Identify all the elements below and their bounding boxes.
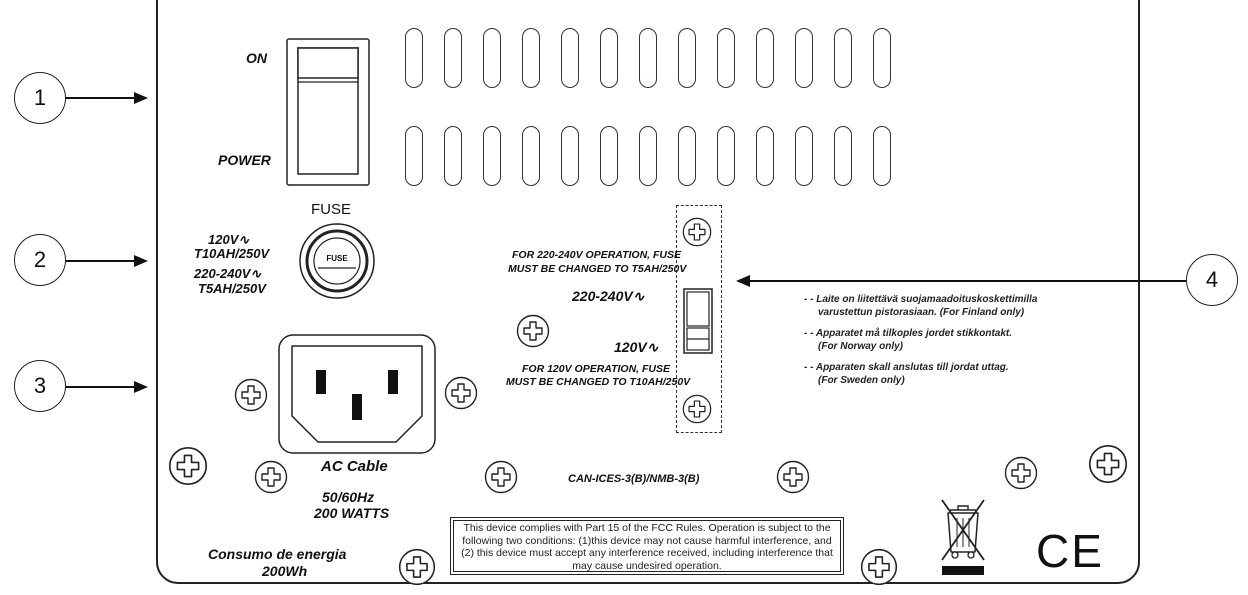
screw-icon [1004,456,1038,490]
vent-slot [756,126,774,186]
nordic-note-line: (For Sweden only) [818,375,905,386]
callout-1-arrowhead [134,92,148,104]
switch-on-label: ON [246,50,267,66]
vent-slot [639,126,657,186]
voltage-note-220-line1: FOR 220-240V OPERATION, FUSE [512,249,682,261]
vent-slot [444,28,462,88]
voltage-label-220: 220-240V∿ [572,288,645,304]
fuse-rating-120: 120V∿ [208,232,250,247]
vent-slot [873,28,891,88]
iec-inlet-icon[interactable] [278,334,436,454]
screw-icon [254,460,288,494]
vent-slot [405,28,423,88]
callout-4-arrow [748,280,1186,282]
callout-1-arrow [66,97,136,99]
vent-slot [678,28,696,88]
vent-slot [834,126,852,186]
vent-slot [600,28,618,88]
callout-1: 1 [14,72,66,124]
callout-2-arrow [66,260,136,262]
callout-4-arrowhead [736,275,750,287]
voltage-note-120-line2: MUST BE CHANGED TO T10AH/250V [506,376,691,388]
vent-slot [561,28,579,88]
callout-3: 3 [14,360,66,412]
ce-mark-icon: CE [1036,525,1104,577]
rocker-switch-icon[interactable] [286,38,370,186]
vent-slot [873,126,891,186]
callout-3-arrowhead [134,381,148,393]
callout-2-arrowhead [134,255,148,267]
compliance-code: CAN-ICES-3(B)/NMB-3(B) [568,473,700,485]
vent-slot [561,126,579,186]
vent-slot [717,126,735,186]
fcc-notice-box: This device complies with Part 15 of the… [450,517,844,575]
screw-icon [234,378,268,412]
screw-icon [860,548,898,586]
fuse-title: FUSE [311,201,352,218]
screw-icon [776,460,810,494]
voltage-note-220-line2: MUST BE CHANGED TO T5AH/250V [508,263,687,275]
vent-slot [522,28,540,88]
nordic-note-line: (For Norway only) [818,341,904,352]
ac-cable-label: AC Cable [321,458,388,475]
vent-slot [795,28,813,88]
fuse-holder-icon[interactable] [298,222,376,300]
vent-slot [717,28,735,88]
fuse-rating-120-spec: T10AH/250V [194,246,270,261]
ac-frequency-label: 50/60Hz [322,489,375,505]
screw-icon [168,446,208,486]
callout-2: 2 [14,234,66,286]
screw-icon [682,394,712,424]
voltage-selector-frame [676,205,722,433]
voltage-note-120-line1: FOR 120V OPERATION, FUSE [522,363,670,375]
fuse-rating-220-spec: T5AH/250V [198,281,266,296]
nordic-note-line: - - Apparaten skall anslutas till jordat… [804,362,1009,373]
screw-icon [444,376,478,410]
vent-slot [444,126,462,186]
vent-slot [522,126,540,186]
screw-icon [398,548,436,586]
nordic-note-line: - - Apparatet må tilkoples jordet stikko… [804,328,1013,339]
vent-slot [639,28,657,88]
vent-slot [405,126,423,186]
callout-4: 4 [1186,254,1238,306]
screw-icon [484,460,518,494]
consumption-line1: Consumo de energia [208,546,347,562]
nordic-note-line: - - Laite on liitettävä suojamaadoitusko… [804,294,1038,305]
fcc-notice-text: This device complies with Part 15 of the… [453,520,841,572]
vent-slot [795,126,813,186]
vent-slot [600,126,618,186]
fuse-cap-label: FUSE [326,254,348,263]
nordic-note-line: varustettun pistorasiaan. (For Finland o… [818,307,1025,318]
ac-watts-label: 200 WATTS [314,505,390,521]
voltage-label-120: 120V∿ [614,339,659,355]
vent-slot [678,126,696,186]
fuse-rating-220: 220-240V∿ [194,266,262,281]
switch-power-label: POWER [218,152,271,168]
vent-slot [834,28,852,88]
callout-3-arrow [66,386,136,388]
vent-slot [483,28,501,88]
screw-icon [1088,444,1128,484]
device-rear-panel [156,0,1140,584]
voltage-selector-switch[interactable] [683,288,713,354]
consumption-line2: 200Wh [262,563,308,579]
vent-slot [483,126,501,186]
weee-bin-icon [941,499,985,575]
screw-icon [516,314,550,348]
screw-icon [682,217,712,247]
vent-slot [756,28,774,88]
